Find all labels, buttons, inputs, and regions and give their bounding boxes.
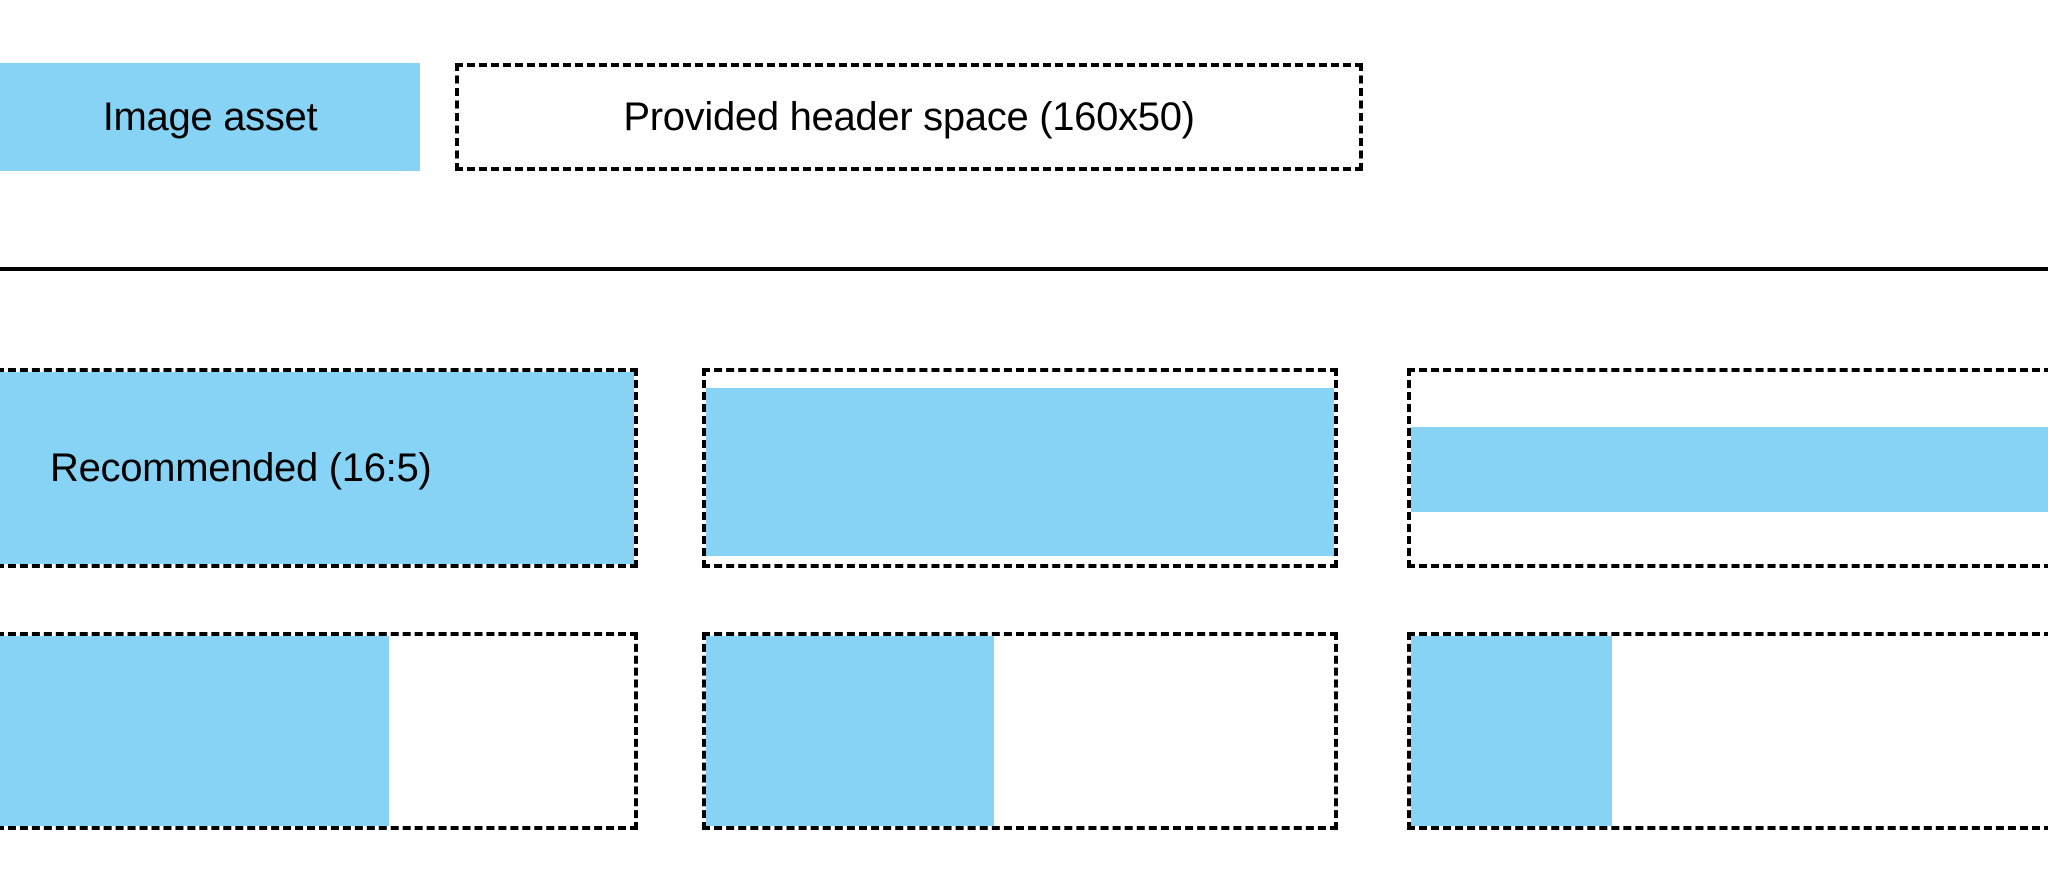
- recommended-ratio-label: Recommended (16:5): [50, 446, 432, 490]
- ratio-card: [1407, 368, 2048, 568]
- asset-fill: [1411, 636, 1612, 826]
- ratio-card: [702, 368, 1338, 568]
- asset-fill: [1411, 427, 2048, 512]
- asset-fill: [706, 388, 1334, 556]
- asset-fill: [0, 372, 634, 564]
- image-asset-swatch: Image asset: [0, 63, 420, 171]
- provided-header-space-label: Provided header space (160x50): [623, 95, 1195, 139]
- ratio-grid: Recommended (16:5): [0, 268, 2048, 896]
- asset-fill: [706, 636, 994, 826]
- provided-header-space-box: Provided header space (160x50): [455, 63, 1363, 171]
- ratio-card: [702, 632, 1338, 830]
- ratio-card: [1407, 632, 2048, 830]
- image-asset-label: Image asset: [102, 95, 318, 139]
- ratio-card: Recommended (16:5): [0, 368, 638, 568]
- ratio-card: [0, 632, 638, 830]
- section-divider: [0, 267, 2048, 271]
- header-zone: Image asset Provided header space (160x5…: [0, 0, 2048, 271]
- asset-fill: [0, 636, 389, 826]
